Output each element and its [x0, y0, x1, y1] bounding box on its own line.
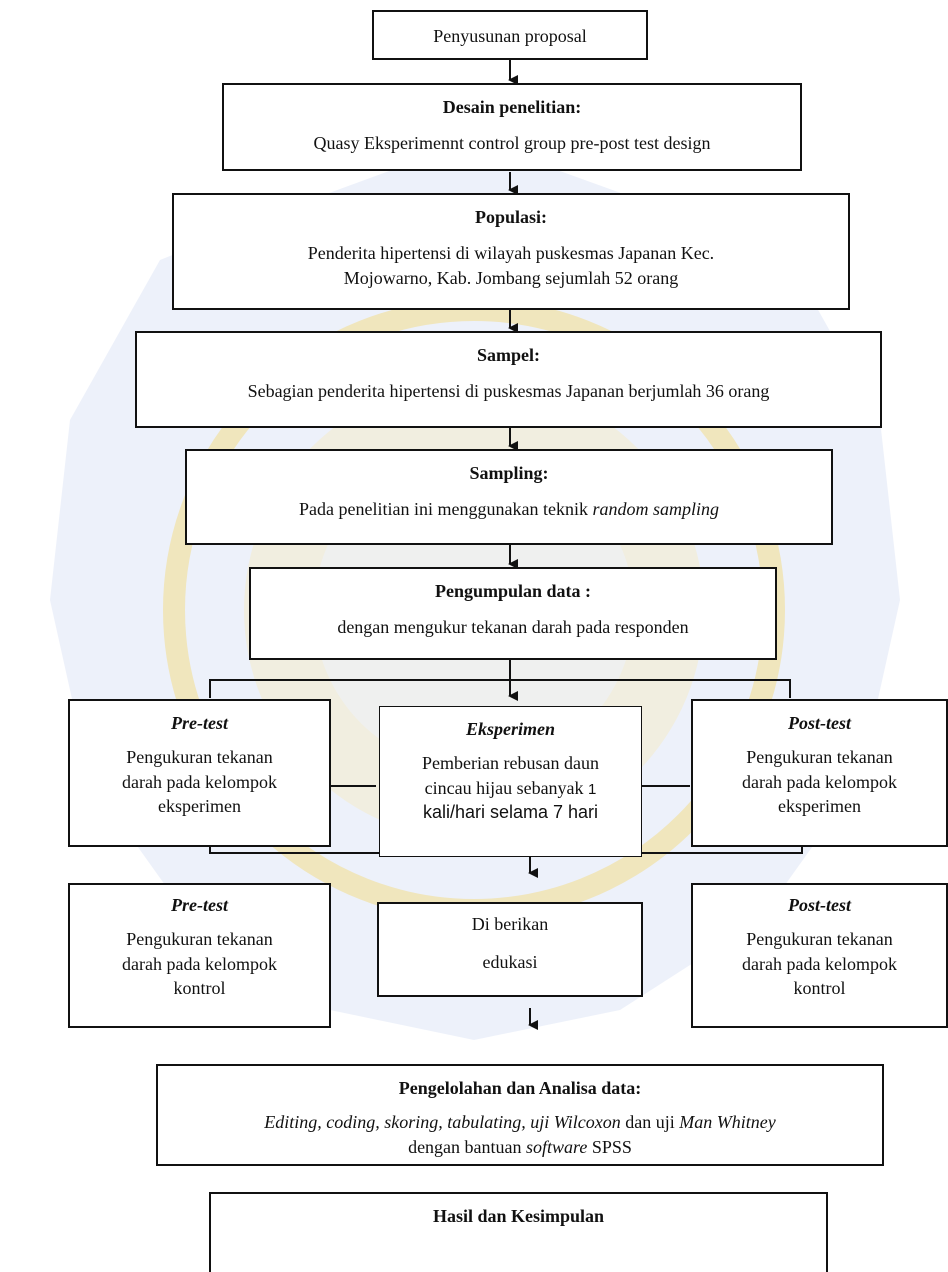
post-test-kontrol-title: Post-test	[788, 895, 851, 915]
desain-title: Desain penelitian:	[442, 97, 582, 117]
pre-test-kontrol-title: Pre-test	[171, 895, 228, 915]
post-test-kontrol-box: Post-test Pengukuran tekanan darah pada …	[691, 883, 948, 1028]
post-test-eksperimen-box: Post-test Pengukuran tekanan darah pada …	[691, 699, 948, 847]
pengelolahan-l1-a: Editing, coding, skoring, tabulating,	[264, 1112, 531, 1133]
edukasi-line2: edukasi	[482, 952, 538, 973]
eksperimen-line3: kali/hari selama 7 hari	[422, 801, 599, 822]
sampling-title: Sampling:	[469, 463, 549, 483]
post-test-eksperimen-title: Post-test	[788, 713, 851, 733]
pengelolahan-l1-c: dan uji	[620, 1112, 680, 1133]
post-test-kontrol-line3: kontrol	[793, 977, 846, 998]
pengelolahan-line1: Editing, coding, skoring, tabulating, uj…	[158, 1110, 882, 1134]
desain-body: Quasy Eksperimennt control group pre-pos…	[313, 133, 711, 154]
pengelolahan-l2-b: software	[526, 1136, 588, 1157]
pengelolahan-l2-a: dengan bantuan	[408, 1136, 527, 1157]
pengelolahan-line2: dengan bantuan software SPSS	[158, 1135, 882, 1159]
eksperimen-title: Eksperimen	[465, 719, 555, 739]
eksperimen-line1: Pemberian rebusan daun	[422, 753, 599, 774]
pengelolahan-title: Pengelolahan dan Analisa data:	[398, 1078, 642, 1098]
pre-test-kontrol-line3: kontrol	[173, 977, 226, 998]
edukasi-box: Di berikan edukasi	[377, 902, 643, 997]
populasi-body-line1: Penderita hipertensi di wilayah puskesma…	[307, 243, 715, 264]
pre-test-eksperimen-title: Pre-test	[171, 713, 228, 733]
eksperimen-line2-wrap: cincau hijau sebanyak 1	[380, 776, 641, 800]
hasil-box: Hasil dan Kesimpulan	[209, 1192, 828, 1272]
eksperimen-line2: cincau hijau sebanyak	[424, 777, 584, 798]
post-test-eksperimen-line3: eksperimen	[778, 795, 861, 816]
eksperimen-line2-number: 1	[588, 780, 597, 798]
post-test-eksperimen-line1: Pengukuran tekanan	[746, 747, 893, 768]
post-test-kontrol-line2: darah pada kelompok	[742, 953, 897, 974]
pengelolahan-box: Pengelolahan dan Analisa data: Editing, …	[156, 1064, 884, 1166]
proposal-label: Penyusunan proposal	[433, 26, 587, 46]
pre-test-eksperimen-line2: darah pada kelompok	[122, 771, 277, 792]
post-test-eksperimen-line2: darah pada kelompok	[742, 771, 897, 792]
pre-test-eksperimen-box: Pre-test Pengukuran tekanan darah pada k…	[68, 699, 331, 847]
pre-test-kontrol-line1: Pengukuran tekanan	[126, 929, 273, 950]
sampling-body-italic: random sampling	[592, 499, 719, 520]
proposal-box: Penyusunan proposal	[372, 10, 648, 60]
sampel-title: Sampel:	[477, 345, 540, 365]
eksperimen-box: Eksperimen Pemberian rebusan daun cincau…	[379, 706, 642, 857]
pre-test-eksperimen-line3: eksperimen	[158, 795, 241, 816]
desain-box: Desain penelitian: Quasy Eksperimennt co…	[222, 83, 802, 171]
sampling-box: Sampling: Pada penelitian ini menggunaka…	[185, 449, 833, 545]
populasi-box: Populasi: Penderita hipertensi di wilaya…	[172, 193, 850, 310]
post-test-kontrol-line1: Pengukuran tekanan	[746, 929, 893, 950]
sampel-body: Sebagian penderita hipertensi di puskesm…	[247, 381, 770, 402]
pengumpulan-body: dengan mengukur tekanan darah pada respo…	[337, 617, 689, 638]
sampling-body-prefix: Pada penelitian ini menggunakan teknik	[299, 499, 593, 520]
populasi-body-line2: Mojowarno, Kab. Jombang sejumlah 52 oran…	[343, 267, 679, 288]
pengelolahan-l1-d: Man Whitney	[679, 1112, 776, 1133]
pre-test-eksperimen-line1: Pengukuran tekanan	[126, 747, 273, 768]
sampling-body: Pada penelitian ini menggunakan teknik r…	[187, 497, 831, 521]
hasil-title: Hasil dan Kesimpulan	[432, 1206, 605, 1226]
populasi-title: Populasi:	[474, 207, 548, 227]
pre-test-kontrol-line2: darah pada kelompok	[122, 953, 277, 974]
pengumpulan-box: Pengumpulan data : dengan mengukur tekan…	[249, 567, 777, 660]
pengumpulan-title: Pengumpulan data :	[434, 581, 592, 601]
sampel-box: Sampel: Sebagian penderita hipertensi di…	[135, 331, 882, 428]
edukasi-line1: Di berikan	[471, 914, 549, 934]
pengelolahan-l2-c: SPSS	[587, 1136, 632, 1157]
pengelolahan-l1-b: uji Wilcoxon	[530, 1112, 621, 1133]
pre-test-kontrol-box: Pre-test Pengukuran tekanan darah pada k…	[68, 883, 331, 1028]
